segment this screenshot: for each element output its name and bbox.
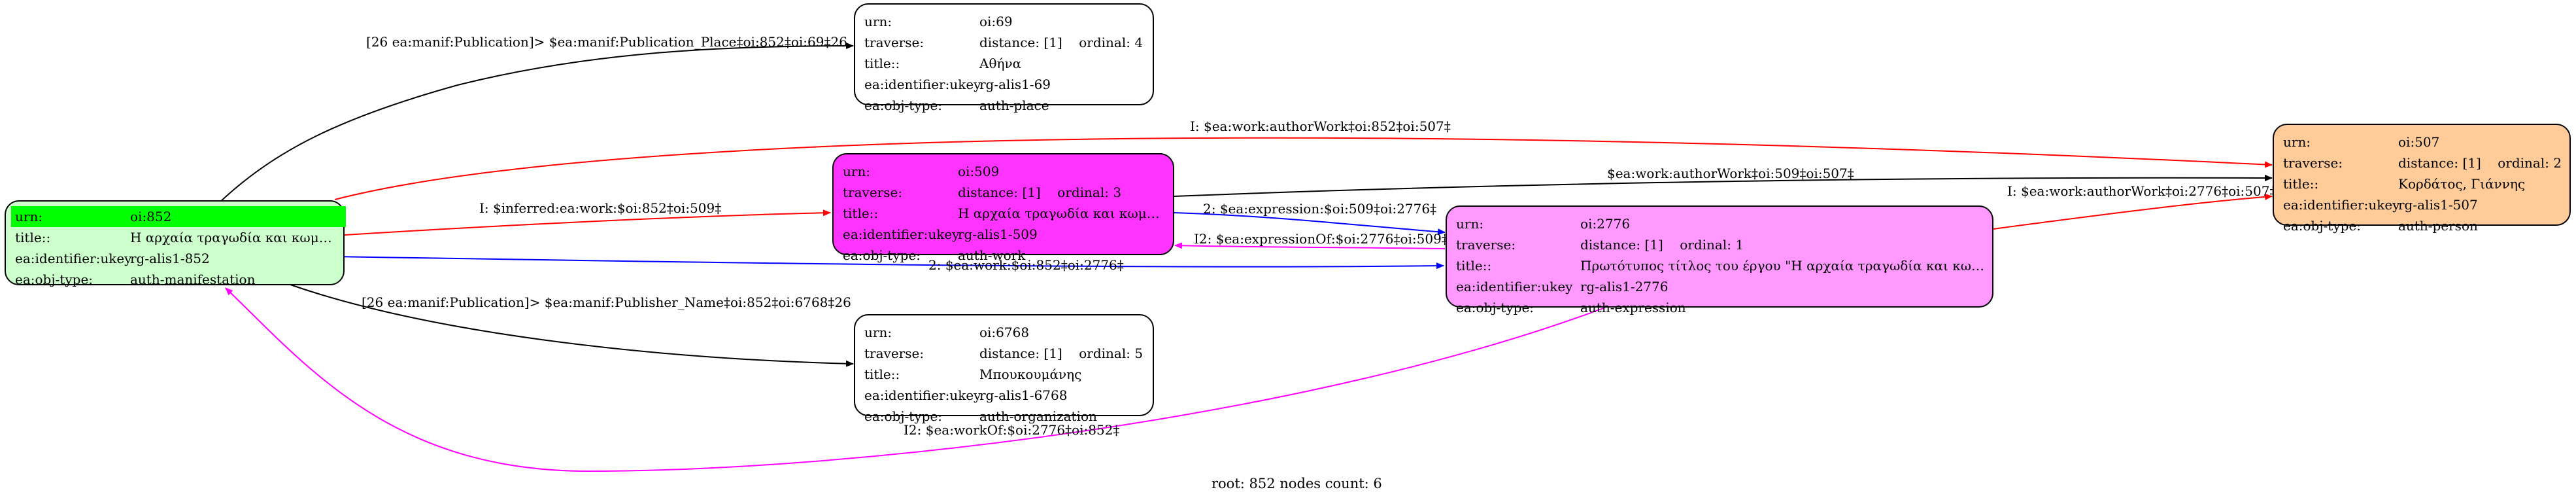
edge-label-852-6768: [26 ea:manif:Publication]> $ea:manif:Pub… [362, 294, 851, 310]
node-507-row-urn: urn:oi:507 [2283, 134, 2440, 150]
edge-852-to-2776 [334, 256, 1444, 270]
node-6768-row-urn: urn:oi:6768 [864, 325, 1030, 340]
node-69-row-urn: urn:oi:69 [864, 14, 1013, 29]
edge-509-to-2776 [1173, 212, 1446, 236]
node-507-row-type: ea:obj-type:auth-person [2283, 218, 2478, 234]
edge-label-509-2776: 2: $ea:expression:$oi:509‡oi:2776‡ [1203, 201, 1437, 217]
node-69-row-traverse: traverse:distance: [1] ordinal: 4 [864, 35, 1144, 50]
node-69[interactable]: urn:oi:69 traverse:distance: [1] ordinal… [854, 3, 1154, 113]
node-509-row-traverse: traverse:distance: [1] ordinal: 3 [843, 185, 1122, 200]
edge-label-852-507: I: $ea:work:authorWork‡oi:852‡oi:507‡ [1190, 118, 1451, 134]
edge-label-852-69: [26 ea:manif:Publication]> $ea:manif:Pub… [366, 34, 847, 50]
node-2776-row-title: title::Πρωτότυπος τίτλος του έργου "Η αρ… [1456, 258, 1986, 274]
edge-label-2776-852: I2: $ea:workOf:$oi:2776‡oi:852‡ [904, 422, 1120, 438]
node-2776-row-traverse: traverse:distance: [1] ordinal: 1 [1456, 237, 1744, 253]
edge-2776-to-509 [1174, 242, 1446, 249]
graph-footer: root: 852 nodes count: 6 [1212, 476, 1382, 491]
edge-label-852-509: I: $inferred:ea:work:$oi:852‡oi:509‡ [479, 200, 722, 216]
edge-852-to-509 [334, 209, 831, 236]
node-6768-row-title: title::Μπουκουμάνης [864, 366, 1082, 382]
edge-852-to-69 [218, 43, 854, 204]
node-852[interactable]: urn:oi:852 title::Η αρχαία τραγωδία και … [5, 200, 346, 287]
edge-label-509-507: $ea:work:authorWork‡oi:509‡oi:507‡ [1607, 166, 1854, 181]
node-6768-row-traverse: traverse:distance: [1] ordinal: 5 [864, 346, 1144, 361]
node-509-row-type: ea:obj-type:auth-work [843, 247, 1026, 263]
node-6768-row-type: ea:obj-type:auth-organization [864, 408, 1097, 424]
node-2776-row-urn: urn:oi:2776 [1456, 216, 1631, 232]
node-69-row-type: ea:obj-type:auth-place [864, 98, 1049, 113]
node-507-row-title: title::Κορδάτος, Γιάννης [2283, 176, 2526, 192]
edge-label-2776-509: I2: $ea:expressionOf:$oi:2776‡oi:509‡ [1194, 231, 1448, 247]
edge-2776-to-507 [1992, 193, 2273, 230]
node-2776[interactable]: urn:oi:2776 traverse:distance: [1] ordin… [1446, 205, 1993, 315]
node-2776-row-type: ea:obj-type:auth-expression [1456, 300, 1686, 315]
edge-852-to-507 [334, 137, 2273, 200]
edge-509-to-507 [1173, 174, 2273, 197]
edge-852-to-6768 [280, 281, 854, 367]
edge-label-852-2776: 2: $ea:work:$oi:852‡oi:2776‡ [928, 257, 1124, 273]
node-852-row-urn: urn:oi:852 [11, 206, 346, 227]
node-509-row-title: title::Η αρχαία τραγωδία και κωμωδία [843, 205, 1166, 221]
node-69-row-title: title::Αθήνα [864, 56, 1022, 71]
edge-2776-to-852 [225, 287, 1606, 472]
node-507[interactable]: urn:oi:507 traverse:distance: [1] ordina… [2273, 124, 2571, 234]
node-509[interactable]: urn:oi:509 traverse:distance: [1] ordina… [832, 153, 1174, 263]
node-509-row-urn: urn:oi:509 [843, 164, 1000, 179]
node-852-row-title: title::Η αρχαία τραγωδία και κωμωδία [15, 230, 337, 245]
node-852-row-type: ea:obj-type:auth-manifestation [15, 272, 256, 287]
edge-label-2776-507: I: $ea:work:authorWork‡oi:2776‡oi:507‡ [2007, 183, 2277, 199]
node-507-row-traverse: traverse:distance: [1] ordinal: 2 [2283, 155, 2562, 171]
node-6768[interactable]: urn:oi:6768 traverse:distance: [1] ordin… [854, 314, 1154, 424]
